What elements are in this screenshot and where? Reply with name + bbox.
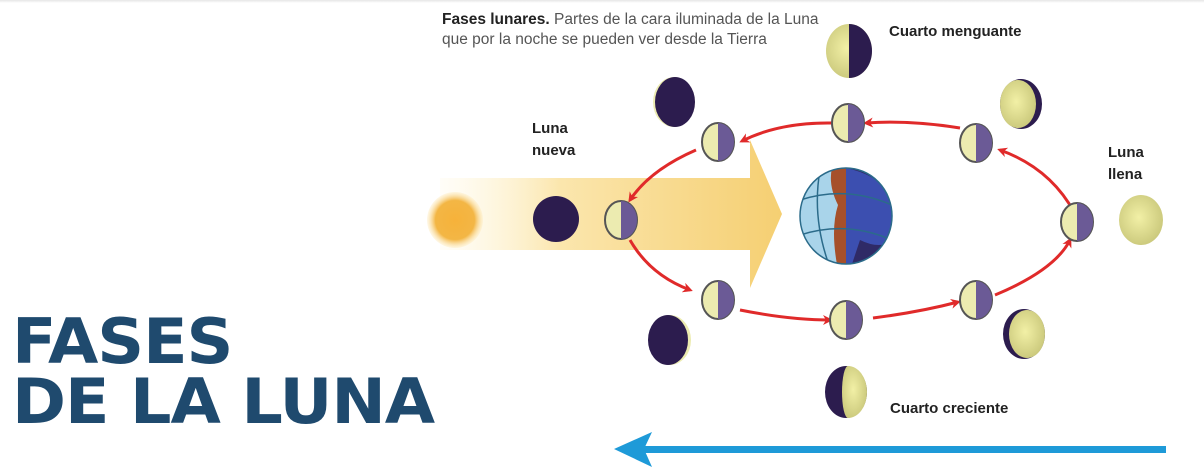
orbit-moon-icon xyxy=(701,122,735,162)
orbit-moon-icon xyxy=(959,280,993,320)
new-moon-label: Luna nueva xyxy=(532,120,576,159)
page-title: FASES DE LA LUNA xyxy=(12,311,435,433)
orbit-moon-icon xyxy=(829,300,863,340)
full-moon-icon xyxy=(1119,195,1163,245)
waning-gibbous-moon-icon xyxy=(1000,79,1042,129)
caption-text: Partes de la cara iluminada de la Luna q… xyxy=(442,11,819,48)
last-quarter-label: Cuarto menguante xyxy=(889,23,1022,40)
orbit-moon-icon xyxy=(959,123,993,163)
first-quarter-label: Cuarto creciente xyxy=(890,400,1009,417)
outer-moons xyxy=(648,24,1163,418)
title-line-1: FASES xyxy=(12,305,233,378)
last-quarter-moon-icon xyxy=(826,24,872,78)
new-moon-icon xyxy=(533,196,579,242)
diagram-caption: Fases lunares. Partes de la cara ilumina… xyxy=(442,10,822,50)
caption-title: Fases lunares. xyxy=(442,11,550,28)
top-border xyxy=(0,0,1204,3)
left-arrow-icon xyxy=(614,432,1166,467)
first-quarter-moon-icon xyxy=(825,366,867,418)
waning-crescent-moon-icon xyxy=(653,77,695,127)
orbit-moons xyxy=(604,103,1094,340)
title-line-2: DE LA LUNA xyxy=(12,365,435,438)
orbit-moon-icon xyxy=(604,200,638,240)
full-moon-label: Luna llena xyxy=(1108,144,1144,183)
sun-icon xyxy=(427,192,483,248)
orbit-moon-icon xyxy=(1060,202,1094,242)
orbit-arrows xyxy=(628,117,1076,325)
waxing-gibbous-moon-icon xyxy=(1003,309,1045,359)
earth-icon xyxy=(799,167,893,265)
orbit-moon-icon xyxy=(831,103,865,143)
orbit-moon-icon xyxy=(701,280,735,320)
waxing-crescent-moon-icon xyxy=(648,315,691,365)
